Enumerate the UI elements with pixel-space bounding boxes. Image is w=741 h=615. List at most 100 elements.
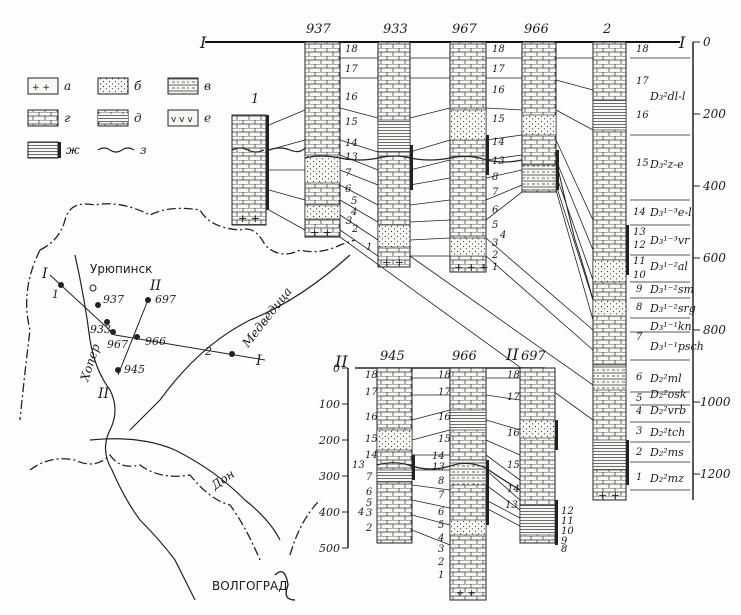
l937-3: 3	[346, 216, 352, 227]
l937-4: 4	[350, 207, 357, 218]
scale2-500: 500	[319, 542, 340, 555]
well-967-header: 967	[452, 22, 478, 37]
l697-15: 15	[507, 460, 520, 471]
l967-15: 15	[492, 114, 505, 125]
strat-1: D₃²z-e	[649, 158, 684, 171]
l697-12: 12	[561, 506, 574, 517]
scale1-200: 200	[702, 107, 726, 121]
map-label-966: 966	[145, 335, 166, 348]
section-two-label-right: II	[505, 345, 519, 364]
well-1-header: 1	[251, 92, 259, 107]
l967-17: 17	[492, 64, 505, 75]
l967-16: 16	[492, 85, 505, 96]
l945-18: 18	[365, 370, 378, 381]
l2-3: 3	[636, 426, 642, 437]
l697-9: 9	[561, 536, 568, 547]
well-937-header: 937	[306, 22, 332, 37]
l2-9: 9	[636, 284, 643, 295]
l967-18: 18	[492, 44, 505, 55]
legend-zh: ж	[66, 143, 80, 157]
l2-4: 4	[635, 406, 642, 417]
section-two: II II 945 966 697 0 100 200 300 400 500	[318, 345, 574, 601]
l697-8: 8	[561, 544, 567, 555]
l966b-5: 5	[438, 520, 444, 531]
map-label-2: 2	[204, 345, 212, 358]
map-label-945: 945	[124, 363, 145, 376]
l966b-17: 17	[438, 387, 451, 398]
l937-17: 17	[345, 64, 358, 75]
well-966-header: 966	[524, 22, 549, 37]
l697-16: 16	[507, 428, 520, 439]
scale1-1200: 1200	[700, 467, 731, 481]
l937-15: 15	[345, 117, 358, 128]
don-river	[89, 438, 281, 541]
l2-15: 15	[636, 158, 649, 169]
svg-text:+ +: + +	[598, 489, 620, 502]
l966b-7: 7	[438, 490, 445, 501]
l966b-3: 3	[438, 544, 444, 555]
map-label-I-right: I	[255, 353, 262, 369]
svg-text:+ +: + +	[32, 83, 50, 93]
location-map: I 1 937 933 967 966 945 697 II 2 I II Ур…	[19, 203, 356, 601]
map-label-967: 967	[107, 338, 128, 351]
strat-2: D₃¹⁻³e-l	[649, 206, 692, 219]
legend-b: б	[134, 79, 142, 93]
l967-13: 13	[492, 156, 505, 167]
scale1-1000: 1000	[700, 395, 731, 409]
section-two-label-left: II	[334, 352, 348, 371]
l2-12: 12	[633, 240, 646, 251]
strat-0: D₃²dl-l	[649, 90, 686, 103]
strat-4: D₃¹⁻²al	[649, 260, 688, 273]
medveditsa-river	[129, 254, 351, 431]
well-966b-header: 966	[452, 349, 477, 364]
l967-6: 6	[492, 205, 499, 216]
legend: + + а б в г д v v v е ж з	[27, 77, 211, 159]
section-one-label-right: I	[678, 33, 686, 52]
l2-18: 18	[636, 44, 649, 55]
l945-13: 13	[352, 460, 365, 471]
scale2-300: 300	[319, 470, 340, 483]
l945-2: 2	[365, 523, 372, 534]
map-river-khoper: Хопер	[77, 342, 103, 384]
l2-5: 5	[636, 393, 642, 404]
l966b-2: 2	[437, 557, 444, 568]
svg-text:+ +: + +	[382, 256, 404, 269]
strat-5: D₃¹⁻²sm	[649, 283, 694, 296]
svg-text:+ +: + +	[238, 212, 260, 225]
l966b-4: 4	[437, 533, 444, 544]
l937-1: 1	[366, 242, 372, 253]
l697-11: 11	[561, 516, 574, 527]
legend-z: з	[140, 143, 147, 157]
l966b-16: 16	[438, 412, 451, 423]
l966b-18: 18	[438, 370, 451, 381]
l967-1: 1	[492, 262, 498, 273]
l2-2: 2	[635, 447, 642, 458]
l2-11: 11	[633, 256, 646, 267]
strat-8: D₃¹⁻¹psch	[649, 340, 704, 353]
l697-13: 13	[505, 500, 518, 511]
l967-7: 7	[492, 187, 499, 198]
strat-6: D₃¹⁻²srg	[649, 302, 696, 315]
l966b-15: 15	[438, 434, 451, 445]
legend-e: е	[204, 111, 211, 125]
legend-g: г	[64, 111, 70, 125]
svg-text:+ + +: + + +	[454, 261, 489, 274]
l966b-13: 13	[432, 462, 445, 473]
l967-3: 3	[492, 238, 498, 249]
map-label-937: 937	[103, 293, 124, 306]
map-city-volgograd: ВОЛГОГРАД	[212, 579, 288, 593]
l945-5: 5	[366, 498, 372, 509]
l937-14: 14	[345, 138, 358, 149]
l945-15: 15	[365, 434, 378, 445]
map-label-1: 1	[52, 288, 59, 301]
scale1-800: 800	[703, 323, 726, 337]
l937-5: 5	[351, 196, 357, 207]
scale2-200: 200	[318, 434, 340, 447]
well-697-header: 697	[521, 349, 547, 364]
l2-6: 6	[636, 372, 643, 383]
legend-v: в	[204, 79, 211, 93]
well-945-header: 945	[380, 349, 405, 364]
l937-16: 16	[345, 92, 358, 103]
l945-6: 6	[366, 487, 373, 498]
l967-4: 4	[499, 230, 506, 241]
